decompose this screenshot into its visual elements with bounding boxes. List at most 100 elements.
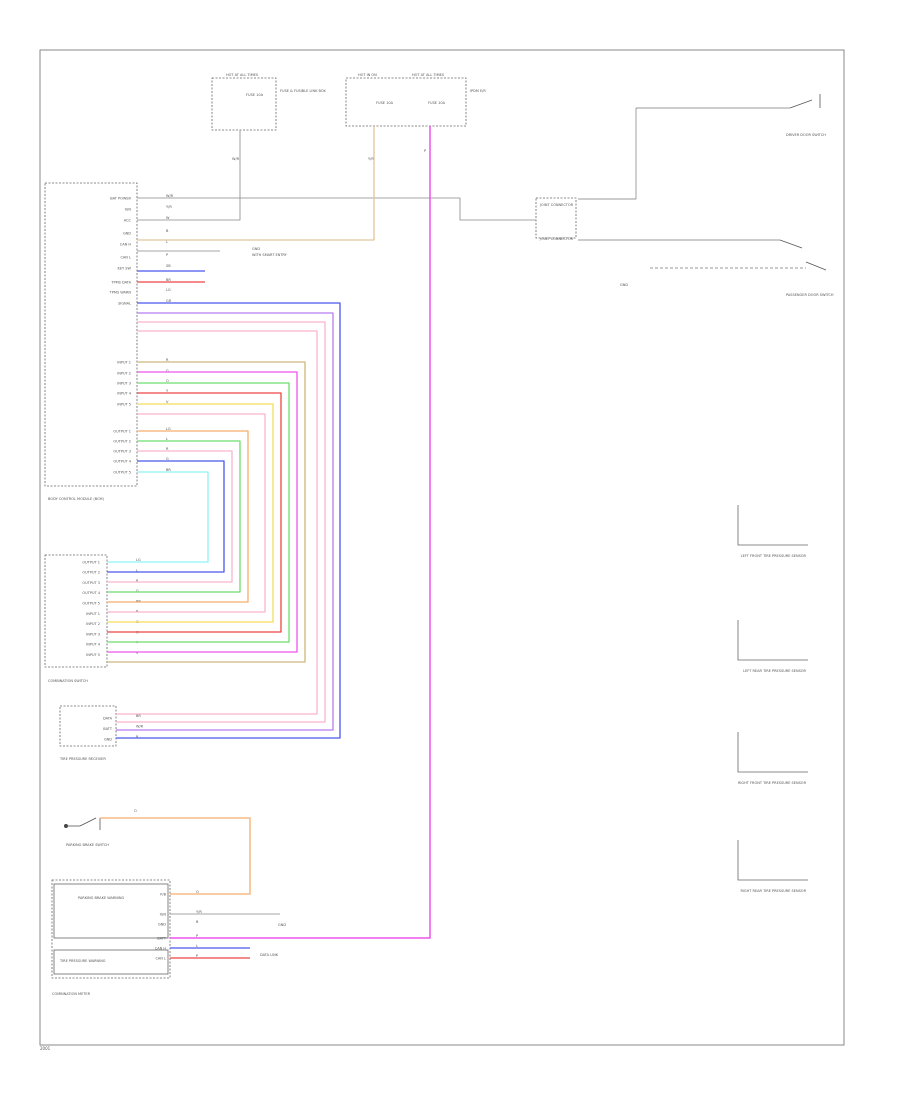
wire-output-0 bbox=[107, 430, 249, 603]
bcm-pin-name-0: BAT POWER bbox=[110, 196, 131, 200]
meter-pin-wire-3: P bbox=[196, 934, 198, 938]
bcm-pin-name-12: INPUT 3 bbox=[117, 381, 131, 385]
bcm-pin-wire-12: O bbox=[166, 379, 169, 383]
wire-harness bbox=[100, 126, 536, 959]
joint-connector-top: JOINT CONNECTOR bbox=[539, 203, 574, 207]
bcm-pin-name-1: IGN bbox=[125, 207, 132, 211]
ipdm-fuse-right: FUSE 10A bbox=[428, 101, 446, 105]
bcm-pin-name-7: TPMS DATA bbox=[110, 280, 131, 284]
bcm-pin-name-14: INPUT 5 bbox=[117, 402, 131, 406]
door-switch-section: JOINT CONNECTOR JOINT CONNECTOR DRIVER D… bbox=[535, 94, 834, 297]
meter-pin-name-1: IGN bbox=[160, 912, 167, 916]
bcm-pin-name-9: SIGNAL bbox=[118, 301, 131, 305]
diagram-frame bbox=[39, 49, 845, 1046]
meter-pin-name-3: BATT bbox=[157, 936, 167, 940]
ipdm-wire-right: P bbox=[424, 149, 426, 153]
tire-sensor-bracket-0 bbox=[737, 505, 808, 546]
meter-block-1: PARKING BRAKE WARNING bbox=[78, 896, 125, 900]
bcm-pin-name-16: OUTPUT 2 bbox=[113, 439, 131, 443]
meter-block-2: TIRE PRESSURE WARNING bbox=[59, 959, 106, 963]
bcm-ground-note: WITH SMART ENTRY bbox=[252, 253, 288, 257]
cs-pin-name-8: INPUT 4 bbox=[86, 643, 101, 647]
ipdm-er: HOT IN ON HOT AT ALL TIMES FUSE 10A FUSE… bbox=[345, 73, 486, 161]
cs-pin-name-1: OUTPUT 2 bbox=[82, 571, 100, 575]
wire-input-5 bbox=[107, 413, 266, 613]
bcm-pin-wire-10: R bbox=[166, 358, 169, 362]
wire-output-3 bbox=[107, 460, 225, 573]
cs-pin-name-4: OUTPUT 5 bbox=[82, 602, 100, 606]
meter-pin-wire-1: Y/R bbox=[196, 910, 202, 914]
ipdm-title: IPDM E/R bbox=[470, 89, 486, 93]
wire-input-1 bbox=[107, 371, 298, 653]
meter-title: COMBINATION METER bbox=[52, 992, 91, 996]
wire-parking-brake bbox=[100, 817, 251, 895]
tire-sensor-bracket-3 bbox=[737, 840, 808, 881]
meter-pin-name-2: GND bbox=[158, 922, 166, 926]
bcm-pin-wire-18: G bbox=[166, 457, 169, 461]
cs-pin-name-7: INPUT 3 bbox=[86, 632, 100, 636]
wire-ign bbox=[137, 126, 375, 241]
bcm-pin-wire-16: L bbox=[166, 437, 168, 441]
tpms-pin-name-0: DATA bbox=[103, 716, 113, 720]
tpms-pin-name-2: GND bbox=[104, 737, 112, 741]
tire-sensor-label-0: LEFT FRONT TIRE PRESSURE SENSOR bbox=[741, 554, 807, 558]
bcm: BODY CONTROL MODULE (BCM) GND WITH SMART… bbox=[44, 182, 288, 501]
wire-bat-power bbox=[137, 197, 536, 221]
wire-output-4 bbox=[107, 471, 209, 563]
parking-brake-wire: O bbox=[134, 809, 137, 813]
tpms-pin-name-1: BATT bbox=[103, 727, 113, 731]
cs-pin-name-5: INPUT 1 bbox=[86, 612, 100, 616]
diagram-footer-code: 2001 bbox=[40, 1046, 51, 1051]
cs-pin-wire-3: G bbox=[136, 589, 139, 593]
passenger-door-switch: PASSENGER DOOR SWITCH bbox=[786, 293, 834, 297]
wire-input-2 bbox=[107, 382, 290, 643]
meter-pin-name-0: P/B bbox=[160, 892, 166, 896]
bcm-pin-name-11: INPUT 2 bbox=[117, 371, 131, 375]
cs-pin-wire-0: LG bbox=[136, 558, 141, 562]
wire-tpms-2 bbox=[116, 321, 326, 723]
tpms-pin-wire-1: W/R bbox=[136, 725, 144, 729]
tpms-title: TIRE PRESSURE RECEIVER bbox=[59, 757, 106, 761]
driver-door-switch: DRIVER DOOR SWITCH bbox=[786, 133, 826, 137]
bcm-pin-wire-4: L bbox=[166, 240, 168, 244]
bcm-pin-wire-8: LG bbox=[166, 288, 171, 292]
meter-pin-wire-2: B bbox=[196, 920, 199, 924]
wire-acc bbox=[137, 130, 241, 221]
cs-pin-name-0: OUTPUT 1 bbox=[82, 560, 100, 564]
ipdm-wire-left: Y/R bbox=[368, 157, 374, 161]
bcm-pin-wire-9: GR bbox=[166, 299, 172, 303]
bcm-ground-ref: GND bbox=[252, 247, 260, 251]
cs-pin-name-2: OUTPUT 3 bbox=[82, 581, 100, 585]
cs-pin-wire-2: R bbox=[136, 579, 139, 583]
parking-brake-switch: PARKING BRAKE SWITCH O bbox=[64, 809, 137, 847]
bcm-pin-wire-11: G bbox=[166, 369, 169, 373]
ipdm-fuse-left: FUSE 10A bbox=[376, 101, 394, 105]
wire-can-meter bbox=[170, 126, 431, 939]
wire-output-2 bbox=[107, 450, 233, 583]
bcm-pin-wire-2: W bbox=[166, 216, 170, 220]
combination-switch-title: COMBINATION SWITCH bbox=[48, 679, 88, 683]
tire-sensor-label-3: RIGHT REAR TIRE PRESSURE SENSOR bbox=[740, 889, 806, 893]
fuse-box: HOT AT ALL TIMES FUSE 10A FUSE & FUSIBLE… bbox=[211, 73, 326, 161]
bcm-pin-wire-3: B bbox=[166, 229, 169, 233]
bcm-pin-wire-1: Y/R bbox=[166, 205, 172, 209]
ipdm-header-left: HOT IN ON bbox=[358, 73, 377, 77]
meter-can-note: DATA LINK bbox=[260, 953, 279, 957]
bcm-pin-wire-0: W/R bbox=[166, 194, 174, 198]
joint-connector-bottom: JOINT CONNECTOR bbox=[539, 237, 574, 241]
bcm-pin-wire-19: BR bbox=[166, 468, 171, 472]
wire-tpms-1 bbox=[116, 312, 334, 731]
bcm-pin-name-6: KEY SW bbox=[118, 266, 132, 270]
wire-tpms-3 bbox=[116, 330, 318, 715]
bcm-pin-wire-5: P bbox=[166, 253, 168, 257]
fuse-box-wire: W/R bbox=[232, 157, 240, 161]
bcm-pin-wire-13: Y bbox=[166, 389, 169, 393]
bcm-pin-name-13: INPUT 4 bbox=[117, 391, 132, 395]
meter-pin-wire-5: P bbox=[196, 954, 198, 958]
wire-input-3 bbox=[107, 392, 282, 633]
bcm-pin-name-18: OUTPUT 4 bbox=[113, 459, 131, 463]
